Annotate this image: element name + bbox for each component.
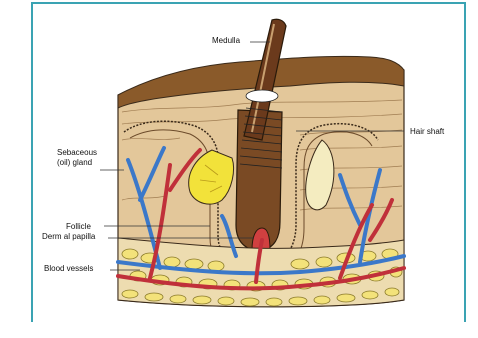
label-hair-shaft: Hair shaft — [410, 127, 444, 136]
label-sebaceous-line1: Sebaceous — [57, 148, 97, 157]
label-sebaceous-line2: (oil) gland — [57, 158, 92, 167]
label-medulla: Medulla — [212, 36, 240, 45]
label-follicle: Follicle — [66, 222, 91, 231]
label-dermal-papilla: Derm al papilla — [42, 232, 95, 241]
label-blood-vessels: Blood vessels — [44, 264, 93, 273]
